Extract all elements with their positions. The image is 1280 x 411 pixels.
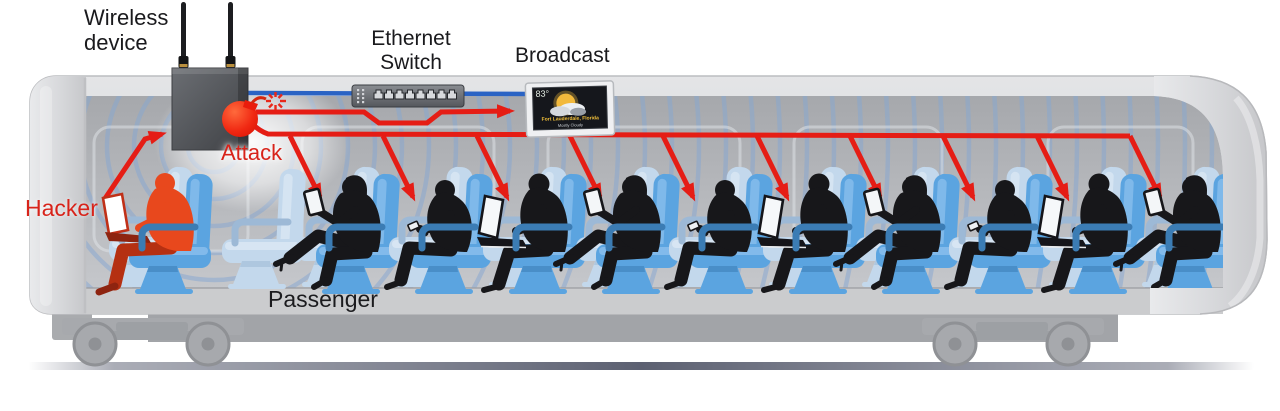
antenna-icon bbox=[181, 2, 186, 62]
attack-arrow-to-passenger bbox=[1127, 134, 1163, 202]
weather-display-icon: 83° Fort Lauderdale, Florida Mostly Clou… bbox=[524, 80, 616, 138]
weather-temperature: 83° bbox=[535, 89, 549, 99]
attack-arrow-to-passenger bbox=[380, 134, 416, 202]
ethernet-port-icons bbox=[373, 89, 457, 100]
train-left-endcap bbox=[30, 76, 86, 314]
spark-icon bbox=[266, 92, 286, 110]
attack-arrows-to-passengers bbox=[287, 134, 1163, 202]
weather-location: Fort Lauderdale, Florida bbox=[542, 115, 600, 123]
attack-arrow-to-passenger bbox=[1034, 134, 1070, 202]
train-right-endcap bbox=[1150, 76, 1267, 314]
wireless-device-label: Wireless device bbox=[84, 5, 169, 55]
attack-arrow-to-passenger bbox=[940, 134, 976, 202]
attack-label: Attack bbox=[221, 140, 283, 165]
hacker-laptop bbox=[101, 192, 130, 236]
broadcast-label: Broadcast bbox=[515, 44, 610, 67]
antenna-icon bbox=[228, 2, 233, 62]
passenger-label: Passenger bbox=[268, 286, 378, 312]
train-undercarriage bbox=[52, 310, 1118, 367]
hacker-silhouette bbox=[95, 173, 194, 296]
hacker-label: Hacker bbox=[25, 195, 98, 221]
attack-arrow-to-passenger bbox=[660, 134, 696, 202]
ethernet-switch-icon bbox=[351, 84, 465, 108]
attack-arrow-to-passenger bbox=[474, 134, 510, 202]
attack-arrow-to-passenger bbox=[847, 134, 883, 202]
weather-condition: Mostly Cloudy bbox=[558, 122, 583, 128]
hacker-uplink-arrow bbox=[101, 130, 167, 202]
attack-arrow-to-passenger bbox=[287, 134, 323, 202]
hacker-figure-group bbox=[95, 166, 214, 296]
bomb-attack-icon bbox=[222, 92, 286, 137]
attack-arrow-to-passenger bbox=[567, 134, 603, 202]
ethernet-switch-label: Ethernet Switch bbox=[371, 27, 451, 74]
attack-arrow-to-broadcast bbox=[256, 104, 515, 126]
attack-arrow-to-passenger bbox=[754, 134, 790, 202]
